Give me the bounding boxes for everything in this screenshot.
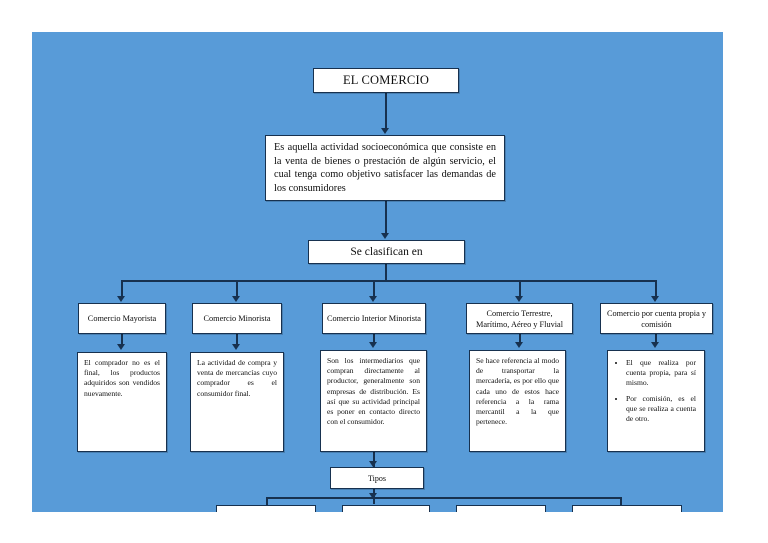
branch-header-label-4: Comercio Terrestre, Marítimo, Aéreo y Fl… — [475, 308, 564, 329]
branch-header-label-5: Comercio por cuenta propia y comisión — [606, 308, 707, 329]
branch-header-label-2: Comercio Minorista — [203, 314, 271, 323]
arrow-title-to-definition — [381, 128, 389, 134]
diagram-background: EL COMERCIO Es aquella actividad socioec… — [32, 32, 723, 512]
node-definition: Es aquella actividad socioeconómica que … — [265, 135, 505, 201]
connector-header-body-5 — [655, 334, 657, 345]
connector-drop-5 — [655, 280, 657, 297]
node-title-label: EL COMERCIO — [342, 73, 430, 87]
node-branch-header-minorista: Comercio Minorista — [192, 303, 282, 334]
connector-header-body-4 — [519, 334, 521, 345]
branch-body-bullet-2: Por comisión, es el que se realiza a cue… — [626, 394, 696, 425]
node-definition-text: Es aquella actividad socioeconómica que … — [274, 142, 496, 194]
node-branch-header-transporte: Comercio Terrestre, Marítimo, Aéreo y Fl… — [466, 303, 573, 334]
connector-bottom-bus — [266, 497, 620, 499]
node-branch-body-interior-minorista: Son los intermediarios que compran direc… — [320, 350, 427, 452]
node-branch-body-transporte: Se hace referencia al modo de transporta… — [469, 350, 566, 452]
node-bottom-2 — [342, 505, 430, 512]
arrow-drop-4 — [515, 296, 523, 302]
node-branch-header-mayorista: Comercio Mayorista — [78, 303, 166, 334]
arrow-drop-5 — [651, 296, 659, 302]
node-branch-body-mayorista: El comprador no es el final, los product… — [77, 352, 167, 452]
connector-header-body-2 — [236, 334, 238, 346]
connector-header-body-3 — [373, 334, 375, 345]
branch-header-label-3: Comercio Interior Minorista — [326, 314, 421, 323]
connector-title-to-definition — [385, 93, 387, 129]
connector-drop-2 — [236, 280, 238, 297]
arrow-header-body-4 — [515, 342, 523, 348]
node-bottom-4 — [572, 505, 682, 512]
node-branch-body-cuenta-propia: El que realiza por cuenta propia, para s… — [607, 350, 705, 452]
node-title: EL COMERCIO — [313, 68, 459, 93]
node-bottom-3 — [456, 505, 546, 512]
connector-classifier-stem — [385, 264, 387, 281]
connector-drop-1 — [121, 280, 123, 297]
arrow-definition-to-classifier — [381, 233, 389, 239]
connector-header-body-1 — [121, 334, 123, 346]
node-branch-header-cuenta-propia: Comercio por cuenta propia y comisión — [600, 303, 713, 334]
arrow-header-body-3 — [369, 342, 377, 348]
arrow-drop-3 — [369, 296, 377, 302]
connector-body3-to-tipos — [373, 452, 375, 467]
connector-definition-to-classifier — [385, 201, 387, 234]
connector-bottom-drop-1 — [266, 497, 268, 506]
connector-drop-4 — [519, 280, 521, 297]
branch-body-bullet-list: El que realiza por cuenta propia, para s… — [612, 358, 696, 447]
connector-fanout-bus — [121, 280, 655, 282]
arrow-body3-to-tipos — [369, 461, 377, 467]
branch-body-text-3: Son los intermediarios que compran direc… — [327, 356, 420, 427]
arrow-header-body-1 — [117, 344, 125, 350]
node-branch-body-minorista: La actividad de compra y venta de mercan… — [190, 352, 284, 452]
node-branch-header-interior-minorista: Comercio Interior Minorista — [322, 303, 426, 334]
node-tipos-label: Tipos — [368, 473, 386, 483]
branch-body-text-1: El comprador no es el final, los product… — [84, 358, 160, 398]
node-classifier-label: Se clasifican en — [350, 246, 423, 258]
connector-bottom-drop-4 — [620, 497, 622, 506]
arrow-header-body-2 — [232, 344, 240, 350]
branch-header-label-1: Comercio Mayorista — [87, 314, 157, 323]
node-tipos: Tipos — [330, 467, 424, 489]
connector-drop-3 — [373, 280, 375, 297]
branch-body-text-2: La actividad de compra y venta de mercan… — [197, 358, 277, 398]
branch-body-text-4: Se hace referencia al modo de transporta… — [476, 356, 559, 427]
arrow-header-body-5 — [651, 342, 659, 348]
arrow-tipos-to-bottom — [369, 493, 377, 499]
arrow-drop-1 — [117, 296, 125, 302]
node-classifier: Se clasifican en — [308, 240, 465, 264]
node-bottom-1 — [216, 505, 316, 512]
arrow-drop-2 — [232, 296, 240, 302]
branch-body-bullet-1: El que realiza por cuenta propia, para s… — [626, 358, 696, 389]
